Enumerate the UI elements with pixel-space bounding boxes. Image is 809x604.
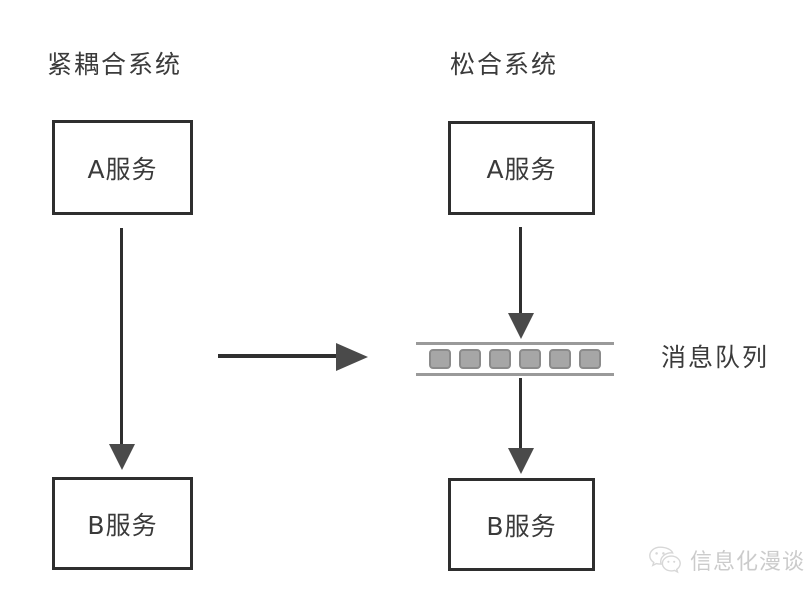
service-box-a-left: A服务 (52, 120, 193, 215)
wechat-icon (648, 545, 682, 575)
queue-slot (429, 349, 451, 369)
queue-slot (549, 349, 571, 369)
section-title-loose-coupled: 松合系统 (450, 50, 559, 79)
service-box-b-right: B服务 (448, 478, 595, 571)
arrow-shaft (519, 378, 522, 450)
arrow-a-to-queue (508, 227, 534, 339)
arrow-head-down-icon (508, 313, 534, 339)
watermark: 信息化漫谈 (648, 544, 805, 576)
service-box-a-right: A服务 (448, 121, 595, 215)
service-box-b-left: B服务 (52, 477, 193, 570)
service-box-a-left-label: A服务 (87, 154, 158, 184)
arrow-head-down-icon (508, 448, 534, 474)
section-title-tight-coupled: 紧耦合系统 (47, 50, 183, 79)
arrow-shaft (218, 354, 340, 358)
message-queue-graphic (416, 342, 614, 376)
watermark-text: 信息化漫谈 (690, 550, 806, 575)
service-box-b-left-label: B服务 (87, 510, 158, 540)
service-box-a-right-label: A服务 (486, 155, 557, 184)
queue-slot (579, 349, 601, 369)
service-box-b-right-label: B服务 (486, 511, 557, 541)
queue-rail-bottom (416, 373, 614, 376)
arrow-queue-to-b (508, 378, 534, 474)
queue-rail-top (416, 342, 614, 345)
arrow-a-to-b-direct (109, 228, 135, 470)
arrow-transition-right (218, 343, 368, 371)
queue-slots (429, 349, 601, 369)
arrow-head-down-icon (109, 444, 135, 470)
arrow-shaft (120, 228, 123, 446)
queue-slot (519, 349, 541, 369)
queue-slot (459, 349, 481, 369)
queue-slot (489, 349, 511, 369)
arrow-shaft (519, 227, 522, 315)
message-queue-label: 消息队列 (661, 343, 770, 372)
arrow-head-right-icon (336, 343, 368, 371)
